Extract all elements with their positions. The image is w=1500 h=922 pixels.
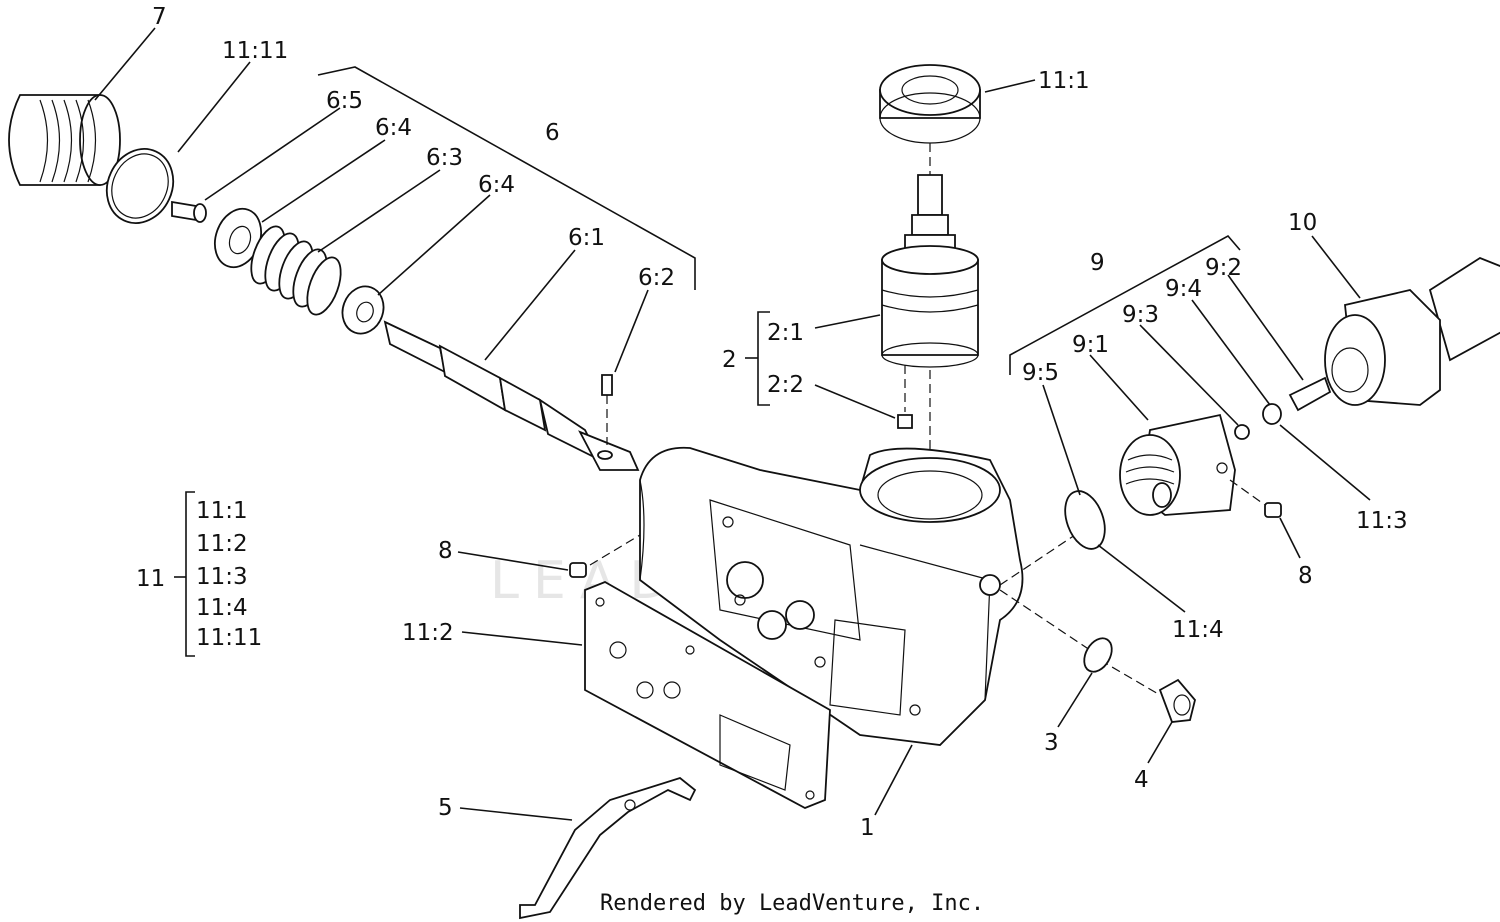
callout-9-5: 9:5: [1022, 360, 1059, 386]
part-8-plug-right: [1264, 502, 1282, 518]
bracket-9: [1009, 234, 1241, 375]
part-9-4-oring: [1262, 403, 1282, 425]
part-6-1-spool: [383, 320, 640, 471]
kit-11-item: 11:2: [196, 531, 248, 557]
callout-6-4-b: 6:4: [478, 172, 515, 198]
callout-8-left: 8: [438, 538, 453, 564]
callout-2-2: 2:2: [767, 372, 804, 398]
kit-11-item: 11:4: [196, 595, 248, 621]
callout-2-1: 2:1: [767, 320, 804, 346]
part-6-2-pin: [601, 374, 613, 396]
callout-9-4: 9:4: [1165, 276, 1202, 302]
part-4-fitting: [1158, 678, 1196, 723]
footer-credit: Rendered by LeadVenture, Inc.: [600, 891, 984, 916]
part-2-2-plug: [897, 414, 913, 429]
part-6-4-washer-2: [341, 285, 385, 335]
callout-11-2: 11:2: [402, 620, 454, 646]
callout-6-3: 6:3: [426, 145, 463, 171]
callout-9-1: 9:1: [1072, 332, 1109, 358]
callout-7: 7: [152, 4, 167, 30]
callout-6-4: 6:4: [375, 115, 412, 141]
callout-11-1: 11:1: [1038, 68, 1090, 94]
kit-11-item: 11:1: [196, 498, 248, 524]
part-11-1-seal: [879, 64, 981, 144]
leader-lines: [94, 27, 1371, 821]
part-10-sensor: [1324, 256, 1500, 406]
kit-11-item: 11:3: [196, 564, 248, 590]
callout-6-1: 6:1: [568, 225, 605, 251]
part-6-5-pin: [171, 200, 197, 222]
callout-6-5: 6:5: [326, 88, 363, 114]
part-7-plug: [8, 94, 121, 186]
part-9-5-oring: [1064, 490, 1106, 550]
part-9-3-ball: [1234, 424, 1250, 440]
callout-2: 2: [722, 347, 737, 373]
part-11-2-gasket: [584, 581, 831, 809]
callout-9: 9: [1090, 250, 1105, 276]
callout-11-3: 11:3: [1356, 508, 1408, 534]
callout-9-2: 9:2: [1205, 255, 1242, 281]
callout-1: 1: [860, 815, 875, 841]
callout-6-2: 6:2: [638, 265, 675, 291]
callout-11-4: 11:4: [1172, 617, 1224, 643]
callout-4: 4: [1134, 767, 1149, 793]
part-3-oring: [1083, 637, 1113, 673]
callout-5: 5: [438, 795, 453, 821]
part-8-plug-left: [569, 562, 587, 578]
part-11-11-oring: [105, 148, 175, 224]
part-1-housing: [639, 446, 1024, 746]
part-2-1-cartridge: [881, 174, 979, 368]
callout-6: 6: [545, 120, 560, 146]
callout-8-right: 8: [1298, 563, 1313, 589]
callout-10: 10: [1288, 210, 1317, 236]
callout-3: 3: [1044, 730, 1059, 756]
callout-9-3: 9:3: [1122, 302, 1159, 328]
part-9-2-poppet: [1288, 376, 1332, 412]
part-9-1-valve-body: [1119, 413, 1236, 516]
bracket-11: [185, 491, 195, 657]
part-5-lever: [519, 776, 697, 920]
kit-11-label: 11: [136, 566, 165, 592]
part-6-3-spring: [250, 225, 342, 316]
kit-11-item: 11:11: [196, 625, 262, 651]
callout-11-11: 11:11: [222, 38, 288, 64]
bracket-6: [317, 66, 696, 290]
